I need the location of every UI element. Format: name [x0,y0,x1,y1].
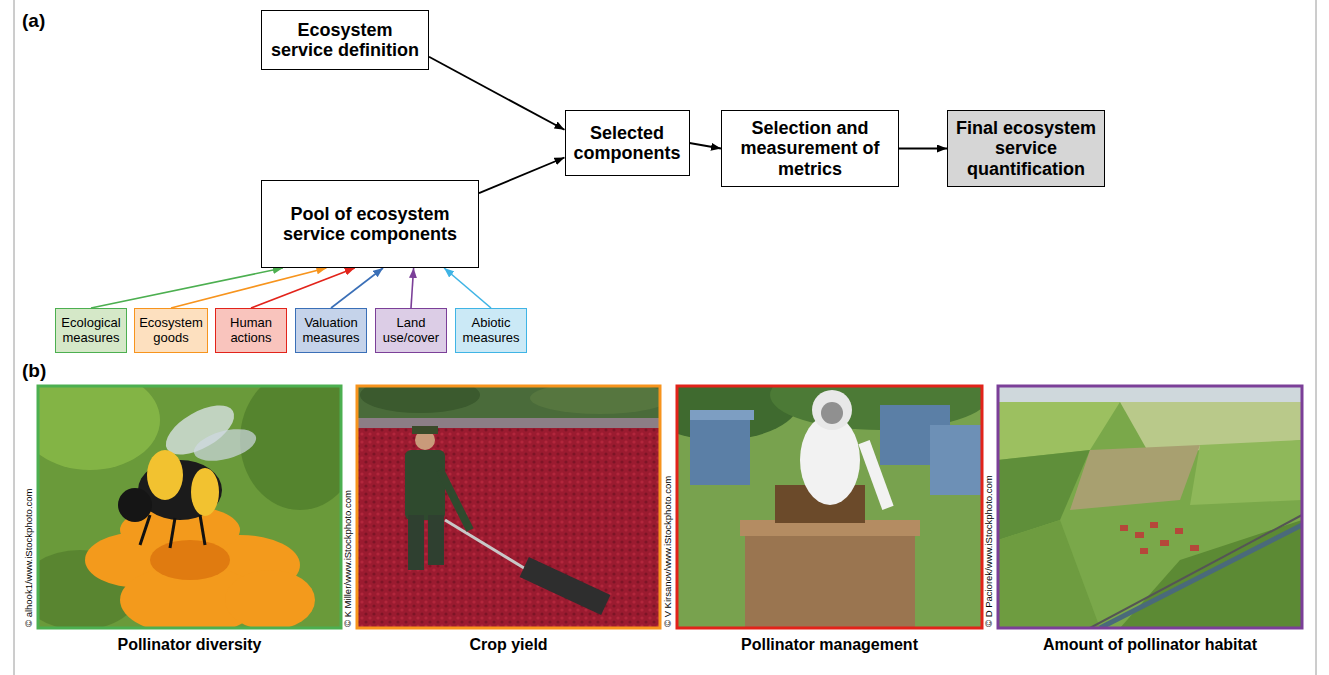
art-shape [147,450,183,500]
art-shape [930,425,982,495]
art-shape [1120,522,1199,554]
photo-caption: Amount of pollinator habitat [998,636,1302,654]
photo-credit: © D Paciorek/www.iStockphoto.com [983,387,995,627]
box-text: Land use/cover [379,316,443,346]
art-shape [1120,525,1128,531]
cranberry-photo [357,386,660,628]
photo-caption: Crop yield [357,636,660,654]
beekeeper-photo [677,386,982,628]
photo-credit: © K Miller/www.iStockphoto.com [342,387,354,627]
box-text: Selected components [573,123,682,163]
art-shape [170,518,175,548]
art-shape [360,386,480,413]
art-shape [240,386,341,510]
art-shape [530,386,660,414]
art-shape [190,423,259,467]
component-box: Valuation measures [295,308,367,353]
box-text: Human actions [219,316,283,346]
component-box: Ecological measures [55,308,127,353]
art-shape [412,426,438,434]
art-shape [405,450,445,520]
photo-frame [38,386,341,628]
flow-arrow [429,57,565,130]
component-box: Human actions [215,308,287,353]
art-shape [1070,445,1200,510]
flow-arrow [411,268,414,308]
photo-frame [677,386,982,628]
art-shape [745,530,915,628]
photo-credit: © V Kirsanov/www.iStockphoto.com [662,387,674,627]
box-text: Pool of ecosystem service components [269,204,471,244]
process-box: Selection and measurement of metrics [721,110,899,187]
art-shape [1190,440,1302,505]
flow-arrow [479,158,565,194]
art-shape [998,386,1302,628]
process-box: Ecosystem service definition [261,10,429,70]
photo-frame [357,386,660,628]
box-text: Ecosystem goods [138,316,204,346]
box-text: Final ecosystem service quantification [955,118,1097,178]
box-text: Ecological measures [59,316,123,346]
flow-arrow [331,268,383,308]
art-shape [858,440,893,510]
art-shape [357,386,660,628]
art-shape [150,540,230,580]
art-shape [677,386,982,628]
box-text: Ecosystem service definition [269,20,421,60]
process-box: Selected components [565,110,690,176]
art-shape [998,520,1100,628]
box-text: Valuation measures [299,316,363,346]
flow-arrow [690,143,722,149]
art-shape [812,390,852,430]
landscape-photo [998,386,1302,628]
box-text: Selection and measurement of metrics [729,118,891,178]
panel-letter: (b) [22,360,46,382]
art-shape [428,515,444,565]
art-shape [85,505,315,628]
art-shape [408,515,424,570]
component-box: Ecosystem goods [134,308,208,353]
art-shape [140,515,205,548]
art-shape [1090,515,1302,628]
frame-line [1316,0,1317,675]
flow-arrow [91,268,283,308]
art-shape [690,410,754,420]
art-shape [1150,522,1158,528]
art-shape [520,557,611,615]
photo-caption: Pollinator management [677,636,982,654]
art-shape [998,386,1302,402]
art-shape [1190,545,1199,551]
art-shape [38,386,160,470]
photo-frame [998,386,1302,628]
art-shape [1175,528,1183,534]
art-shape [690,415,750,485]
photo-credit: © alhook1/www.iStockphoto.com [23,387,35,627]
art-shape [1160,540,1169,546]
component-box: Abiotic measures [455,308,527,353]
photo-caption: Pollinator diversity [38,636,341,654]
flow-arrow [444,268,491,308]
art-shape [200,515,205,545]
bee-photo [38,386,341,628]
art-shape [1135,532,1144,538]
flow-arrow [899,148,947,150]
art-shape [357,418,660,428]
art-shape [1140,548,1148,554]
art-shape [770,386,982,430]
art-shape [821,402,843,424]
component-box: Land use/cover [375,308,447,353]
box-text: Abiotic measures [459,316,523,346]
art-shape [118,488,152,522]
art-shape [191,468,219,516]
art-shape [225,570,315,628]
panel-letter: (a) [22,10,45,32]
final-box: Final ecosystem service quantification [947,110,1105,187]
art-shape [440,470,470,530]
process-box: Pool of ecosystem service components [261,180,479,268]
frame-line [14,0,15,675]
art-shape [140,515,150,545]
art-shape [1100,525,1302,628]
